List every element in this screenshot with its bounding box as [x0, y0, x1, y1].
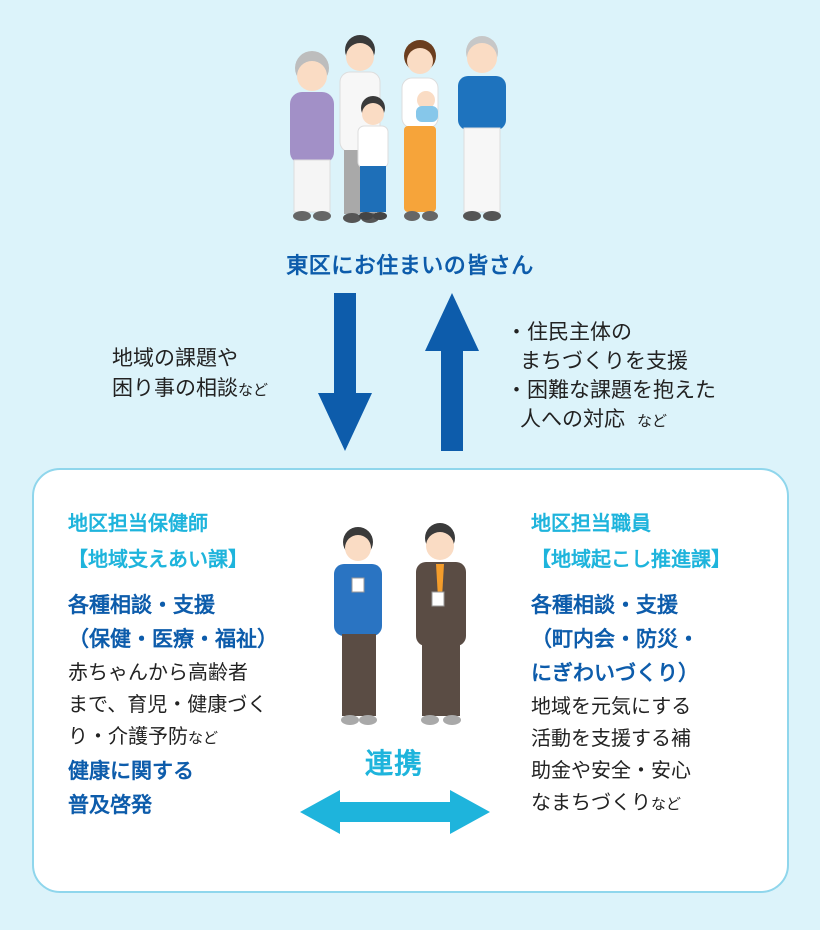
- support-item-2: ・困難な課題を抱えた: [506, 378, 716, 402]
- double-arrow-icon: [300, 790, 490, 834]
- left-desc-2: まで、育児・健康づく: [68, 692, 268, 716]
- support-item-1-cont: まちづくりを支援: [520, 349, 688, 373]
- left-service-head-1: 各種相談・支援: [68, 593, 215, 617]
- right-service-desc: 地域を元気にする 活動を支援する補 助金や安全・安心 なまちづくりなど: [531, 690, 771, 820]
- district-staff-column: 地区担当職員 【地域起こし推進課】 各種相談・支援 （町内会・防災・ にぎわいづ…: [531, 508, 771, 820]
- left-tail-2: 普及啓発: [68, 793, 152, 817]
- left-service-tail: 健康に関する 普及啓発: [68, 754, 308, 822]
- left-service-desc: 赤ちゃんから高齢者 まで、育児・健康づく り・介護予防など: [68, 656, 308, 754]
- right-desc-2: 活動を支援する補: [531, 726, 691, 750]
- right-role-name: 地区担当職員: [531, 511, 651, 535]
- right-service-head: 各種相談・支援 （町内会・防災・ にぎわいづくり）: [531, 588, 771, 690]
- support-item-1: ・住民主体の: [506, 320, 632, 344]
- collaboration-box: [32, 468, 789, 893]
- left-service-head-2: （保健・医療・福祉）: [68, 627, 278, 651]
- right-desc-4: なまちづくりなど: [531, 790, 682, 814]
- request-suffix: など: [238, 381, 269, 399]
- left-role-name: 地区担当保健師: [68, 511, 208, 535]
- family-illustration: [290, 35, 506, 223]
- right-desc-suffix: など: [651, 795, 682, 813]
- right-dept-name: 【地域起こし推進課】: [531, 547, 731, 571]
- right-service-head-3: にぎわいづくり）: [531, 661, 699, 685]
- support-suffix: など: [637, 412, 668, 430]
- collaboration-label: 連携: [364, 747, 423, 780]
- left-desc-suffix: など: [188, 729, 219, 747]
- arrow-down-icon: [318, 293, 372, 451]
- request-text: 地域の課題や 困り事の相談など: [112, 343, 268, 405]
- support-text: ・住民主体の まちづくりを支援 ・困難な課題を抱えた 人への対応など: [506, 318, 716, 436]
- staff-illustration: [334, 523, 466, 725]
- right-desc-3: 助金や安全・安心: [531, 758, 691, 782]
- left-desc-3: り・介護予防など: [68, 724, 219, 748]
- request-line-2: 困り事の相談など: [112, 376, 269, 400]
- support-item-2-cont: 人への対応など: [520, 407, 668, 431]
- right-desc-1: 地域を元気にする: [531, 694, 692, 718]
- left-dept-name: 【地域支えあい課】: [68, 547, 248, 571]
- request-line-1: 地域の課題や: [112, 346, 238, 370]
- right-service-head-1: 各種相談・支援: [531, 593, 678, 617]
- arrow-up-icon: [425, 293, 479, 451]
- left-tail-1: 健康に関する: [68, 759, 194, 783]
- residents-title: 東区にお住まいの皆さん: [286, 254, 534, 279]
- right-service-head-2: （町内会・防災・: [531, 627, 699, 651]
- public-health-nurse-column: 地区担当保健師 【地域支えあい課】 各種相談・支援 （保健・医療・福祉） 赤ちゃ…: [68, 508, 308, 822]
- left-desc-1: 赤ちゃんから高齢者: [68, 660, 248, 684]
- left-service-head: 各種相談・支援 （保健・医療・福祉）: [68, 588, 308, 656]
